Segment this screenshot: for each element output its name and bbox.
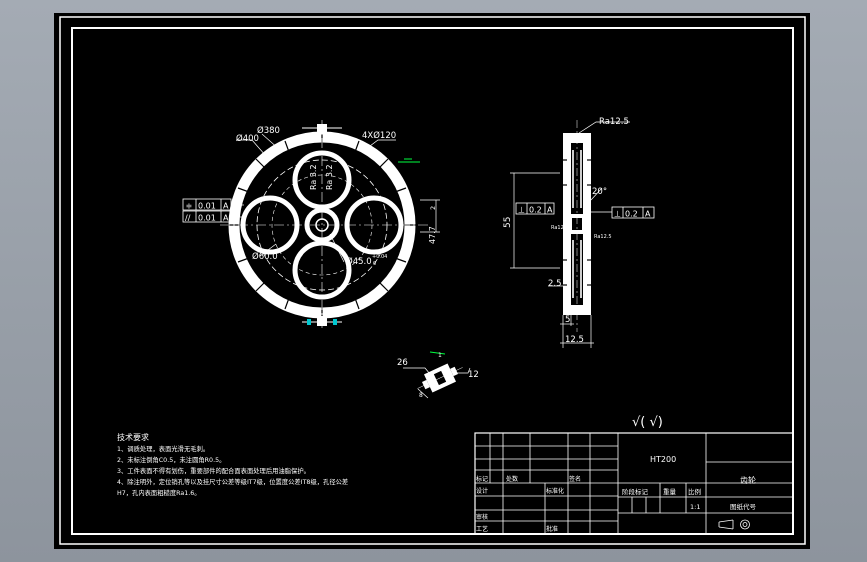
dim-height-55: 55	[503, 217, 513, 228]
par-tolerance-frame: // 0.01 A	[182, 210, 232, 223]
perp-left-datum: A	[547, 206, 553, 215]
detail-dim-12: 12	[468, 370, 479, 380]
detail-dim-1: 1	[438, 352, 442, 359]
drawing-no-label: 图纸代号	[730, 502, 757, 511]
inner-border	[71, 27, 794, 535]
tech-note-line: 3、工件表面不得有划伤，重要部件的配合面表面处理后用油脂保护。	[117, 466, 310, 475]
perp-right-frame: ⊥ 0.2 A	[611, 206, 655, 219]
front-view: Ø400 Ø380 4XØ120 Ø60.0 Ø45.0 +0.04 0 Ra …	[182, 120, 440, 330]
perp-left-value: 0.2	[529, 206, 542, 215]
projection-symbol-icon	[718, 519, 750, 530]
perp-left-frame: ⊥ 0.2 A	[515, 202, 555, 215]
side-label-small: Ra12.5	[551, 225, 569, 231]
mark-label: 标记	[476, 475, 488, 483]
perp-right-datum: A	[645, 210, 651, 219]
scale-value: 1:1	[690, 503, 700, 511]
tech-notes: 技术要求 1、调质处理，表面光滑无毛刺。 2、未标注倒角C0.5，未注圆角R0.…	[117, 432, 348, 497]
surface-finish-symbol: √( √)	[632, 415, 663, 430]
dim-hub-dia: Ø45.0	[346, 256, 372, 267]
dim-width-12-5: 12.5	[565, 335, 584, 345]
par-datum: A	[223, 214, 229, 223]
hole-top	[292, 150, 352, 210]
tech-note-line: 2、未标注倒角C0.5，未注圆角R0.5。	[117, 455, 225, 464]
material: HT200	[650, 455, 676, 464]
dim-ring-dia: Ø380	[257, 125, 280, 136]
side-web-right	[583, 143, 591, 305]
sym-icon: ≑	[186, 202, 193, 211]
dim-offset: 47.7	[428, 226, 437, 244]
dim-outer-dia: Ø400	[236, 133, 259, 144]
approve-label: 批准	[546, 525, 558, 533]
part-name: 齿轮	[740, 475, 756, 485]
design-label: 设计	[476, 487, 488, 495]
std-label: 标准化	[546, 487, 564, 495]
perp-right-value: 0.2	[625, 210, 638, 219]
par-value: 0.01	[198, 214, 216, 223]
review-label: 审核	[476, 513, 488, 521]
title-block	[474, 432, 794, 535]
sym-datum: A	[223, 202, 229, 211]
dim-hub-tol-upper: +0.04	[372, 254, 387, 260]
outer-border	[59, 16, 806, 545]
dim-hub-tol-lower: 0	[373, 261, 376, 267]
dim-angle: 20°	[592, 187, 607, 197]
sign-label: 签名	[569, 475, 581, 483]
side-rim-bottom	[563, 305, 591, 315]
dim-width-5: 5	[565, 315, 570, 325]
perpendicular-icon-2: ⊥	[614, 210, 621, 219]
hole-right	[344, 195, 404, 255]
roughness-small: Ra12.5	[594, 234, 612, 240]
hole-bottom	[292, 240, 352, 300]
detail-view	[417, 363, 463, 393]
tech-note-line: H7，孔内表面粗糙度Ra1.6。	[117, 488, 201, 497]
process-label: 工艺	[476, 525, 488, 533]
scale-label: 比例	[688, 487, 701, 496]
stage-label: 阶段标记	[622, 487, 649, 496]
roughness-b: Ra 3.2	[325, 164, 334, 190]
detail-dim-26: 26	[397, 358, 408, 368]
dim-hole-dia: Ø60.0	[252, 251, 278, 262]
roughness-a: Ra 3.2	[309, 164, 318, 190]
side-web-left	[563, 143, 571, 305]
weight-label: 重量	[663, 488, 677, 496]
hole-left	[240, 195, 300, 255]
sym-value: 0.01	[198, 202, 216, 211]
count-label: 处数	[506, 475, 518, 483]
tech-note-line: 4、除注明外，定位销孔等以及挂尺寸公差等级IT7级，位置度公差IT8级，孔径公差	[117, 477, 348, 486]
parallel-icon: //	[185, 214, 191, 223]
dim-offset-b: 2	[429, 206, 437, 210]
side-view: 55 ⊥ 0.2 A ⊥ 0.2 A 20° Ra12.5 Ra12.5 Ra1…	[503, 117, 655, 348]
roughness-top: Ra12.5	[599, 117, 629, 127]
title-block-text: HT200 齿轮 图纸代号 阶段标记 重量 比例 1:1 标记 处数 签名 设计…	[476, 455, 757, 533]
detail-dim-8: 8	[419, 392, 423, 399]
hub-bore	[315, 218, 329, 232]
dim-step: 2.5	[548, 279, 562, 289]
dim-hole-pattern: 4XØ120	[362, 130, 396, 141]
model-space	[54, 13, 810, 549]
tech-note-line: 1、调质处理，表面光滑无毛刺。	[117, 444, 209, 453]
tech-notes-heading: 技术要求	[117, 432, 149, 442]
hub-outer	[304, 207, 340, 243]
perpendicular-icon: ⊥	[518, 206, 525, 215]
sym-tolerance-frame: ≑ 0.01 A	[182, 198, 232, 211]
